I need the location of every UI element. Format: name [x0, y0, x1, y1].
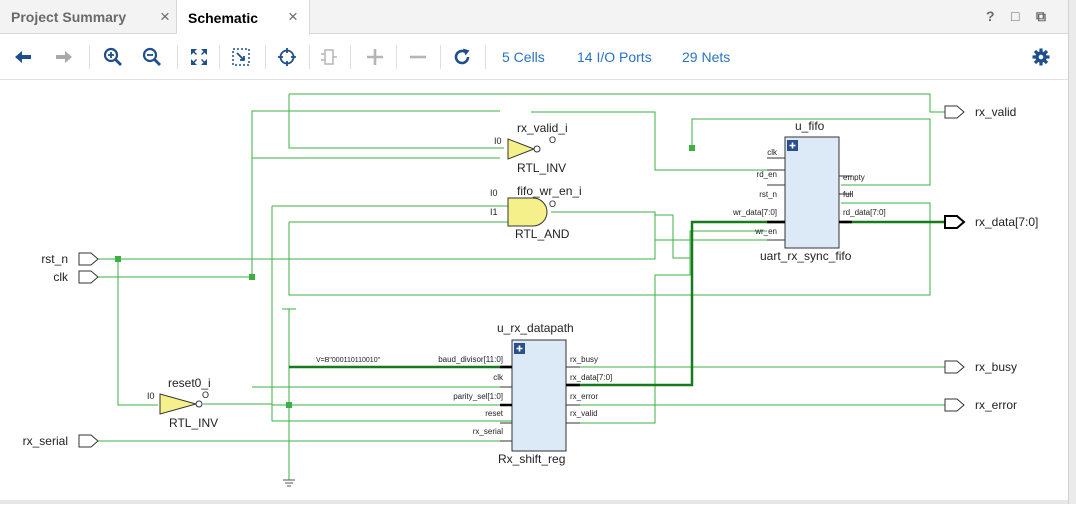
remove-icon[interactable]: [407, 46, 429, 68]
port-label: full: [843, 190, 853, 199]
port-label: rx_valid: [570, 409, 598, 418]
schematic-toolbar: 5 Cells 14 I/O Ports 29 Nets: [0, 35, 1068, 80]
input-port-rx-serial[interactable]: rx_serial: [23, 434, 99, 448]
port-label: rd_data[7:0]: [843, 208, 886, 217]
tab-label: Project Summary: [11, 9, 127, 25]
port-name: rx_data[7:0]: [975, 215, 1038, 229]
port-label: wr_en: [754, 227, 777, 236]
help-icon[interactable]: ?: [986, 8, 995, 24]
close-icon[interactable]: ×: [288, 7, 298, 26]
regenerate-icon[interactable]: [318, 46, 340, 68]
zoom-fit-selection-icon[interactable]: [230, 46, 252, 68]
tab-project-summary[interactable]: Project Summary ×: [0, 0, 177, 34]
forward-arrow-icon[interactable]: [53, 46, 75, 68]
bus-nets: [289, 220, 945, 387]
cell-type-name: RTL_AND: [515, 227, 570, 241]
cell-instance-name: rx_valid_i: [517, 121, 568, 135]
back-arrow-icon[interactable]: [12, 46, 34, 68]
tab-label: Schematic: [188, 9, 259, 26]
cell-u-rx-datapath[interactable]: u_rx_datapath baud_divisor[11:0] clk par…: [438, 321, 612, 466]
separator: [485, 45, 486, 69]
pin-label: I0: [147, 391, 155, 401]
select-crosshair-icon[interactable]: [276, 46, 298, 68]
separator: [265, 45, 266, 69]
port-label: rx_data[7:0]: [570, 373, 612, 382]
zoom-out-icon[interactable]: [141, 46, 163, 68]
output-port-rx-error[interactable]: rx_error: [944, 398, 1017, 412]
output-port-rx-busy[interactable]: rx_busy: [944, 360, 1017, 374]
output-port-rx-data[interactable]: rx_data[7:0]: [944, 215, 1038, 229]
schematic-diagram[interactable]: V=B"000110110010" rx_valid_i I0 O RTL_IN…: [0, 80, 1068, 500]
port-label: rx_serial: [473, 427, 503, 436]
bottom-border: [0, 500, 1068, 504]
constant-value-label: V=B"000110110010": [316, 357, 381, 364]
pin-label: O: [549, 135, 556, 145]
vertical-scrollbar[interactable]: [1068, 0, 1076, 504]
port-label: baud_divisor[11:0]: [438, 355, 503, 364]
cell-type-name: uart_rx_sync_fifo: [760, 249, 852, 263]
cell-type-name: Rx_shift_reg: [498, 452, 565, 466]
separator: [219, 45, 220, 69]
cell-u-fifo[interactable]: u_fifo clk rd_en rst_n wr_data[7:0] wr_e…: [732, 119, 886, 263]
zoom-in-icon[interactable]: [102, 46, 124, 68]
port-label: clk: [493, 373, 504, 382]
float-window-icon[interactable]: ⧉: [1036, 8, 1046, 24]
port-label: parity_sel[1:0]: [453, 392, 503, 401]
fit-view-icon[interactable]: [188, 46, 210, 68]
pin-label: O: [202, 390, 209, 400]
port-name: rst_n: [41, 252, 68, 266]
pin-label: I0: [494, 136, 502, 146]
separator: [309, 45, 310, 69]
port-name: clk: [53, 270, 69, 284]
port-label: empty: [843, 173, 865, 182]
separator: [440, 45, 441, 69]
port-label: reset: [485, 409, 504, 418]
separator: [396, 45, 397, 69]
port-label: rd_en: [757, 170, 777, 179]
settings-gear-icon[interactable]: [1030, 46, 1052, 68]
pin-label: O: [549, 199, 556, 209]
nets-count-link[interactable]: 29 Nets: [682, 49, 731, 65]
schematic-canvas[interactable]: V=B"000110110010" rx_valid_i I0 O RTL_IN…: [0, 80, 1068, 500]
cell-type-name: RTL_INV: [169, 416, 218, 430]
nets: [98, 93, 945, 480]
tab-schematic[interactable]: Schematic ×: [177, 0, 310, 35]
output-port-rx-valid[interactable]: rx_valid: [944, 105, 1016, 119]
cell-instance-name: fifo_wr_en_i: [517, 184, 582, 198]
separator: [350, 45, 351, 69]
refresh-icon[interactable]: [451, 46, 473, 68]
port-label: rst_n: [759, 190, 777, 199]
port-label: rx_error: [570, 392, 598, 401]
io-ports-count-link[interactable]: 14 I/O Ports: [577, 49, 652, 65]
add-icon[interactable]: [364, 46, 386, 68]
cells-count-link[interactable]: 5 Cells: [502, 49, 545, 65]
net-junctions: [115, 145, 695, 408]
separator: [177, 45, 178, 69]
cell-type-name: RTL_INV: [517, 161, 566, 175]
input-port-clk[interactable]: clk: [53, 270, 99, 284]
pin-label: I1: [490, 207, 498, 217]
input-port-rst-n[interactable]: rst_n: [41, 252, 99, 266]
close-icon[interactable]: ×: [160, 7, 170, 26]
port-label: clk: [767, 148, 778, 157]
ground-icon: [283, 479, 295, 487]
port-name: rx_valid: [975, 105, 1016, 119]
cell-reset0-i[interactable]: reset0_i I0 O RTL_INV: [147, 376, 218, 430]
maximize-icon[interactable]: □: [1011, 8, 1020, 24]
cell-instance-name: u_fifo: [795, 119, 825, 133]
pin-label: I0: [490, 188, 498, 198]
tab-bar: Project Summary × Schematic × ? □ ⧉: [0, 0, 1068, 35]
port-name: rx_error: [975, 398, 1017, 412]
cell-instance-name: u_rx_datapath: [497, 321, 574, 335]
port-label: rx_busy: [570, 355, 598, 364]
cell-rx-valid-i[interactable]: rx_valid_i I0 O RTL_INV: [494, 121, 568, 175]
port-name: rx_busy: [975, 360, 1017, 374]
cell-fifo-wr-en-i[interactable]: fifo_wr_en_i I0 I1 O RTL_AND: [490, 184, 582, 241]
port-name: rx_serial: [23, 434, 68, 448]
separator: [89, 45, 90, 69]
port-label: wr_data[7:0]: [732, 208, 777, 217]
cell-instance-name: reset0_i: [168, 376, 211, 390]
